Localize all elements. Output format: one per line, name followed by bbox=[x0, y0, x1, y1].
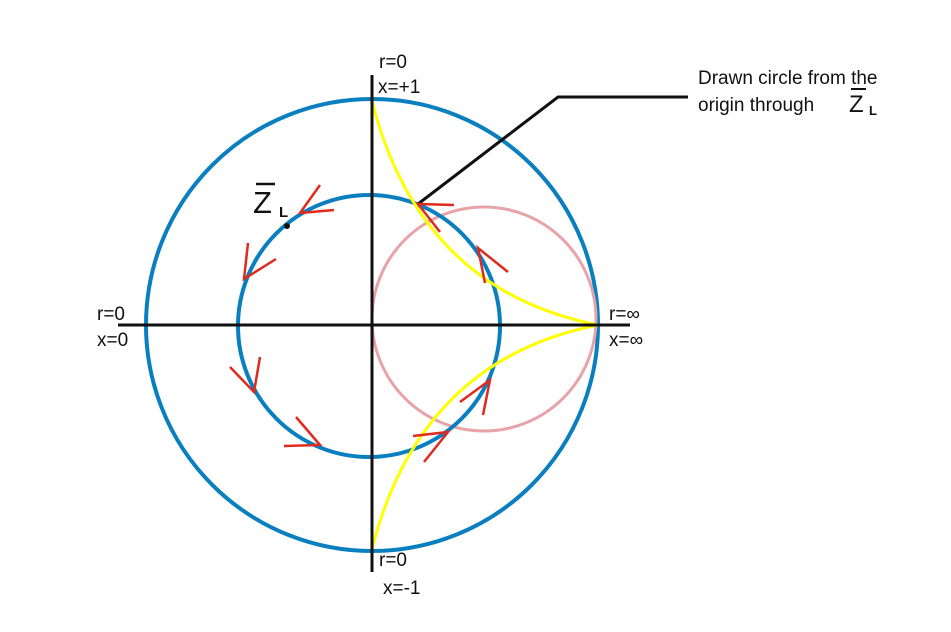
annotation-subscript: L bbox=[869, 103, 877, 118]
left-r-label: r=0 bbox=[97, 304, 125, 325]
left-x-label: x=0 bbox=[97, 330, 128, 351]
arrow-2 bbox=[242, 242, 277, 282]
zl-label-symbol: Z bbox=[253, 185, 272, 220]
arrow-3 bbox=[229, 356, 262, 395]
annotation-line-1: Drawn circle from the bbox=[698, 68, 878, 89]
annotation-leader-line bbox=[417, 95, 688, 206]
yellow-arc-lower bbox=[370, 323, 599, 550]
arrow-8 bbox=[415, 202, 455, 233]
arrow-5 bbox=[412, 430, 451, 463]
top-x-label: x=+1 bbox=[378, 77, 420, 98]
arrow-4 bbox=[283, 416, 323, 448]
annotation-line-2: origin through bbox=[698, 95, 814, 116]
zl-point bbox=[284, 223, 290, 229]
direction-arrows bbox=[229, 184, 509, 463]
annotation-symbol: Z bbox=[849, 91, 864, 118]
yellow-arc-upper bbox=[370, 100, 599, 327]
bottom-r-label: r=0 bbox=[379, 550, 407, 571]
right-x-label: x=∞ bbox=[609, 330, 643, 351]
arrow-6 bbox=[459, 377, 492, 416]
bottom-x-label: x=-1 bbox=[383, 578, 421, 599]
pink-circle bbox=[370, 205, 598, 433]
zl-label-subscript: L bbox=[279, 204, 288, 221]
right-r-label: r=∞ bbox=[609, 304, 640, 325]
arrow-1 bbox=[297, 184, 335, 215]
arrow-7 bbox=[476, 244, 509, 284]
top-r-label: r=0 bbox=[379, 52, 407, 73]
